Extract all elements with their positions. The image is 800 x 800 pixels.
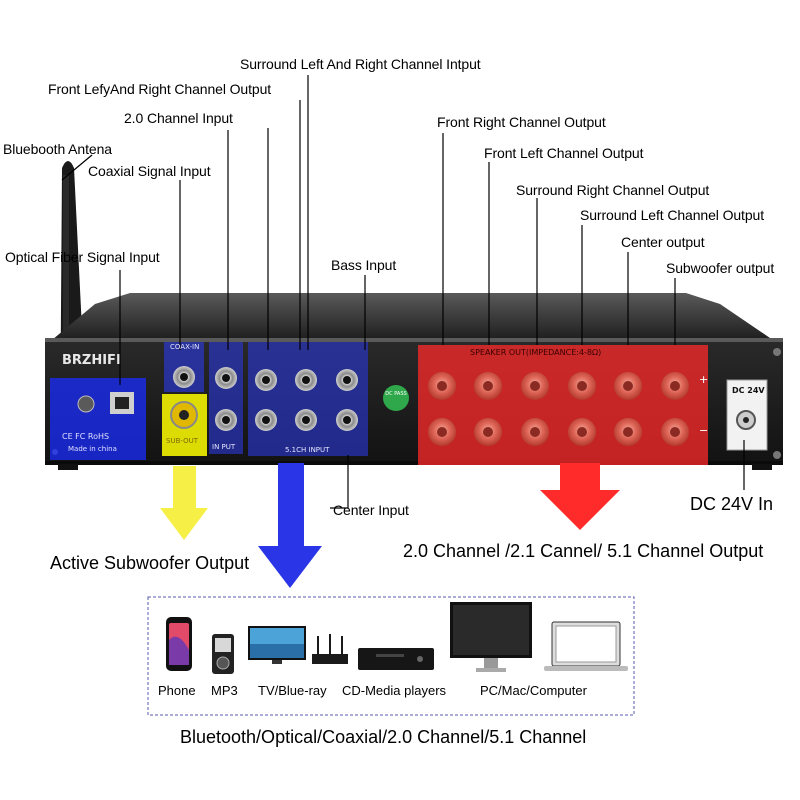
cd-player-icon [358, 648, 434, 670]
yellow-arrow [160, 466, 208, 540]
label-ch20-input: 2.0 Channel Input [124, 110, 233, 126]
panel-speaker-out: SPEAKER OUT(IMPEDANCE:4-8Ω) [470, 348, 602, 357]
devices-caption: Bluetooth/Optical/Coaxial/2.0 Channel/5.… [180, 727, 587, 747]
panel-sub-out: SUB-OUT [166, 437, 198, 445]
laptop-icon [544, 621, 628, 671]
label-surround-left-output: Surround Left Channel Output [580, 207, 764, 223]
panel-dc-24v: DC 24V [732, 386, 765, 395]
panel-plus: + [699, 373, 709, 386]
device-label-phone: Phone [158, 683, 196, 698]
ch51-rca-jacks [255, 369, 358, 431]
label-front-lr-output: Front LefyAnd Right Channel Output [48, 81, 272, 97]
ch51-input-overlay [248, 342, 368, 456]
device-label-pc: PC/Mac/Computer [480, 683, 587, 698]
label-front-right-output: Front Right Channel Output [437, 114, 606, 130]
panel-made-in: Made in china [68, 445, 117, 453]
panel-dc-pass: DC PASS [385, 391, 407, 397]
label-front-left-output: Front Left Channel Output [484, 145, 644, 161]
optical-zone-overlay [50, 378, 146, 460]
red-arrow [540, 463, 620, 530]
label-subwoofer-output: Subwoofer output [666, 260, 775, 276]
panel-minus: − [699, 424, 709, 437]
label-surround-right-output: Surround Right Channel Output [516, 182, 710, 198]
leader-lines [61, 75, 745, 509]
panel-coax-in: COAX-IN [170, 343, 200, 351]
blue-arrow [258, 463, 322, 588]
phone-icon [166, 617, 192, 671]
device-label-mp3: MP3 [211, 683, 238, 698]
label-channel-output: 2.0 Channel /2.1 Cannel/ 5.1 Channel Out… [403, 541, 764, 561]
ch20-input-overlay [209, 342, 243, 454]
device-label-tv: TV/Blue-ray [258, 683, 327, 698]
mp3-player-icon [212, 634, 234, 674]
label-optical-input: Optical Fiber Signal Input [5, 249, 160, 265]
label-dc-in: DC 24V In [690, 494, 774, 514]
tv-icon [248, 626, 306, 664]
router-icon [312, 634, 348, 664]
speaker-binding-posts [428, 372, 689, 446]
device-label-cd: CD-Media players [342, 683, 447, 698]
label-bass-input: Bass Input [331, 257, 397, 273]
panel-in-put: IN PUT [212, 443, 236, 451]
label-surround-lr-input: Surround Left And Right Channel Intput [240, 56, 481, 72]
panel-ch51-input: 5.1CH INPUT [285, 446, 330, 454]
devices-box [147, 596, 635, 716]
speaker-out-overlay [418, 345, 708, 465]
panel-certs: CE FC RoHS [62, 432, 110, 441]
monitor-icon [450, 602, 532, 672]
brand-logo: BRZHIFI [62, 353, 121, 368]
label-bluetooth-antenna: Bluebooth Antena [3, 141, 112, 157]
label-active-sub-output: Active Subwoofer Output [50, 553, 250, 573]
label-center-input: Center Input [333, 502, 409, 518]
dc-pass-badge [383, 385, 409, 411]
label-center-output: Center output [621, 234, 705, 250]
label-coaxial-input: Coaxial Signal Input [88, 163, 211, 179]
